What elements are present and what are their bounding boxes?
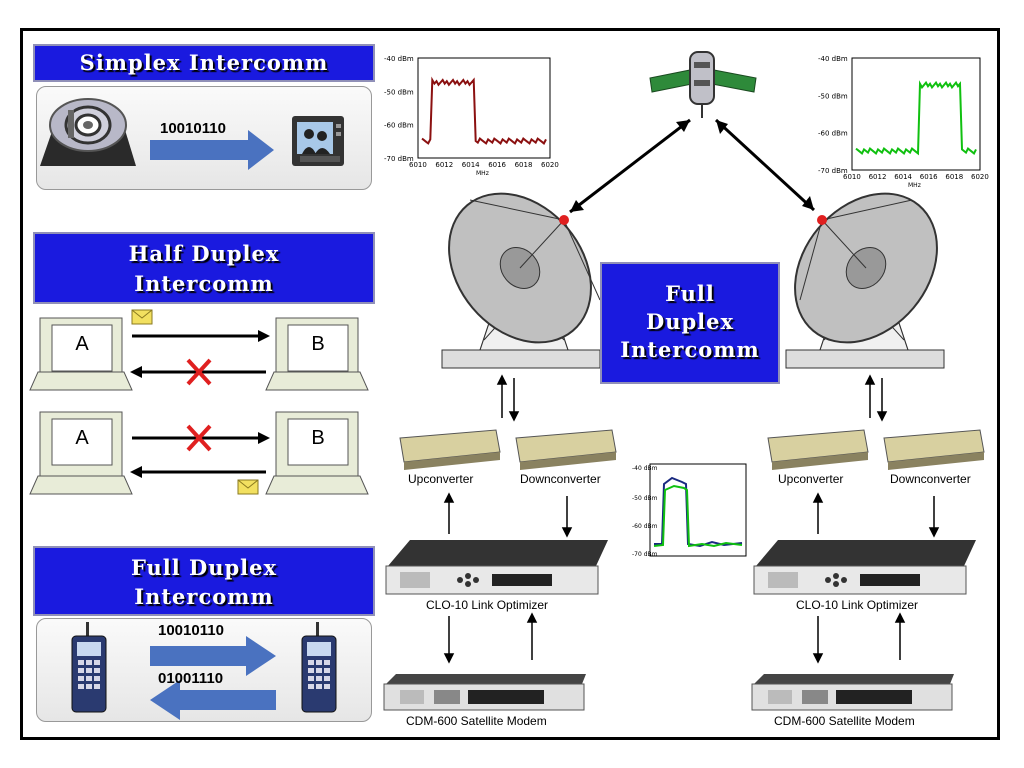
satellite-dish-left-icon (441, 192, 601, 369)
full-duplex-bits-up: 10010110 (158, 622, 224, 639)
x-tick-label: 6020 (541, 161, 559, 169)
x-tick-label: 6016 (920, 173, 938, 181)
simplex-bits: 10010110 (160, 120, 226, 137)
x-tick-label: 6018 (515, 161, 533, 169)
camera-icon (40, 98, 136, 166)
svg-text:-50 dBm: -50 dBm (632, 495, 658, 502)
modem-left-icon (383, 674, 586, 711)
red-x-icon-2 (186, 424, 212, 452)
simplex-title: Simplex Intercomm (79, 50, 329, 75)
dish-converter-arrows-left (496, 374, 520, 422)
envelope-icon-1 (131, 309, 153, 325)
optimizer-modem-arrows-left (443, 612, 538, 664)
y-tick-label: -60 dBm (818, 130, 848, 138)
x-tick-label: 6014 (462, 161, 480, 169)
simplex-banner: Simplex Intercomm (33, 44, 375, 82)
downconverter-left-label: Downconverter (520, 472, 601, 486)
center-title-1: Full (665, 281, 715, 306)
upconverter-left-label: Upconverter (408, 472, 474, 486)
optimizer-left-icon (385, 540, 608, 595)
node-a-label-2: A (75, 427, 89, 449)
red-x-icon-1 (186, 358, 212, 386)
radio-icon-right (301, 622, 337, 713)
y-tick-label: -70 dBm (384, 155, 414, 163)
half-duplex-title-1: Half Duplex (128, 241, 280, 266)
full-duplex-left-title-2: Intercomm (134, 584, 274, 609)
dish-converter-arrows-right (864, 374, 888, 422)
computer-b-icon-1 (265, 317, 369, 391)
optimizer-modem-arrows-right (812, 612, 906, 664)
full-duplex-center-banner: Full Duplex Intercomm (600, 262, 780, 384)
modem-left-label: CDM-600 Satellite Modem (406, 714, 547, 728)
modem-right-icon (751, 674, 954, 711)
x-tick-label: 6012 (869, 173, 887, 181)
converter-optimizer-arrows-right (812, 492, 940, 538)
svg-text:-70 dBm: -70 dBm (632, 551, 658, 558)
optimizer-left-label: CLO-10 Link Optimizer (426, 598, 549, 612)
optimizer-right-label: CLO-10 Link Optimizer (796, 598, 919, 612)
converter-optimizer-arrows-left (443, 492, 573, 538)
downconverter-right-icon (883, 429, 985, 470)
y-tick-label: -40 dBm (818, 55, 848, 63)
x-tick-label: 6014 (894, 173, 912, 181)
satellite-icon (649, 51, 757, 118)
x-tick-label: 6020 (971, 173, 989, 181)
upconverter-right-icon (767, 429, 869, 470)
modem-right-label: CDM-600 Satellite Modem (774, 714, 915, 728)
y-tick-label: -50 dBm (818, 92, 848, 100)
computer-a-icon-2 (29, 411, 133, 495)
x-tick-label: 6016 (488, 161, 506, 169)
svg-text:-60 dBm: -60 dBm (632, 523, 658, 530)
center-title-3: Intercomm (620, 337, 760, 362)
spectrum-trace (421, 76, 547, 145)
svg-text:-40 dBm: -40 dBm (632, 465, 658, 472)
x-tick-label: 6010 (409, 161, 427, 169)
y-tick-label: -50 dBm (384, 88, 414, 96)
full-duplex-left-title-1: Full Duplex (130, 555, 278, 580)
x-tick-label: 6018 (945, 173, 963, 181)
radio-icon-left (71, 622, 107, 713)
half-duplex-banner: Half Duplex Intercomm (33, 232, 375, 304)
computer-a-icon-1 (29, 317, 133, 391)
y-tick-label: -40 dBm (384, 55, 414, 63)
optimizer-right-icon (753, 540, 976, 595)
upconverter-left-icon (399, 429, 501, 470)
envelope-icon-2 (237, 479, 259, 495)
node-b-label-1: B (311, 333, 325, 355)
spectrum-center-plot: -40 dBm -50 dBm -60 dBm -70 dBm (632, 463, 747, 558)
x-unit-label: MHz (908, 182, 921, 189)
computer-b-icon-2 (265, 411, 369, 495)
node-a-label-1: A (75, 333, 89, 355)
downconverter-right-label: Downconverter (890, 472, 971, 486)
x-tick-label: 6012 (435, 161, 453, 169)
half-duplex-title-2: Intercomm (134, 271, 274, 296)
tv-icon (292, 116, 344, 166)
x-unit-label: MHz (476, 170, 489, 177)
y-tick-label: -70 dBm (818, 167, 848, 175)
center-title-2: Duplex (645, 309, 735, 334)
downconverter-left-icon (515, 429, 617, 470)
arrow-right-blue (150, 636, 276, 676)
x-tick-label: 6010 (843, 173, 861, 181)
y-tick-label: -60 dBm (384, 122, 414, 130)
arrow-left-blue (150, 680, 276, 720)
full-duplex-bits-down: 01001110 (158, 670, 224, 687)
simplex-arrow (150, 130, 274, 170)
satellite-dish-right-icon (785, 192, 945, 369)
full-duplex-left-banner: Full Duplex Intercomm (33, 546, 375, 616)
node-b-label-2: B (311, 427, 325, 449)
spectrum-trace (855, 80, 977, 156)
upconverter-right-label: Upconverter (778, 472, 844, 486)
